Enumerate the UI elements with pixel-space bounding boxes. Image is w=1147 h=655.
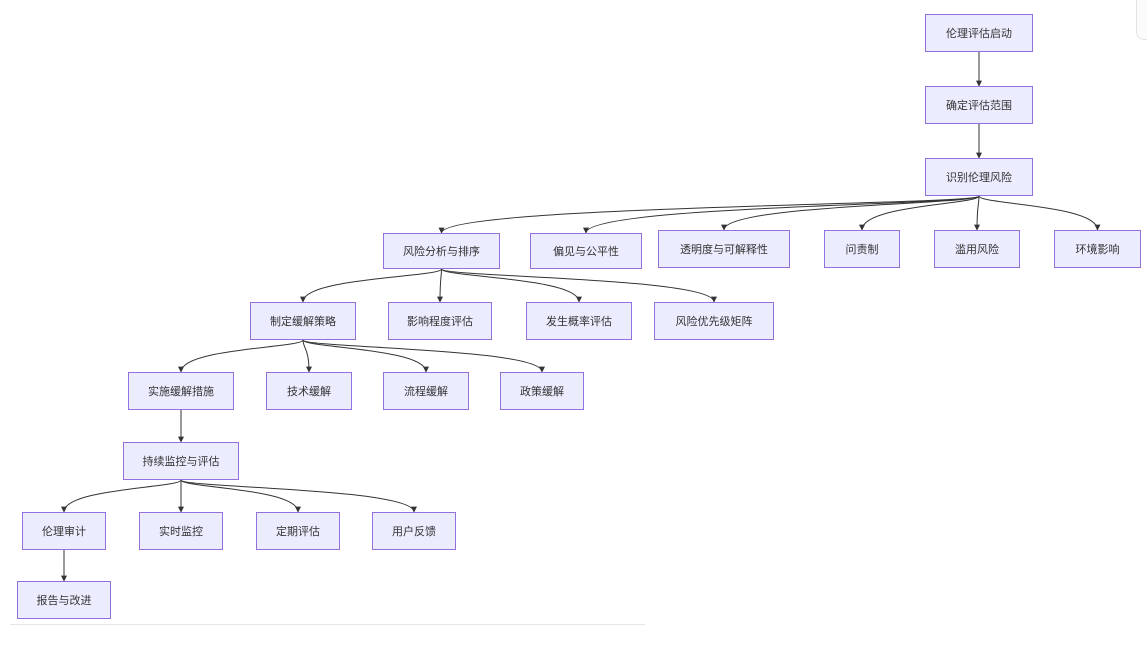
node-report: 报告与改进 xyxy=(17,581,111,619)
node-impact: 影响程度评估 xyxy=(388,302,492,340)
edge-analysis-to-probability xyxy=(441,268,582,303)
node-misuse: 滥用风险 xyxy=(934,230,1020,268)
edge-monitor-to-audit xyxy=(61,479,182,513)
node-accountability: 问责制 xyxy=(824,230,900,268)
node-process: 流程缓解 xyxy=(383,372,469,410)
node-tech: 技术缓解 xyxy=(266,372,352,410)
node-audit: 伦理审计 xyxy=(22,512,106,550)
edge-analysis-to-mitigation xyxy=(300,268,442,303)
node-monitor: 持续监控与评估 xyxy=(123,442,239,480)
node-scope: 确定评估范围 xyxy=(925,86,1033,124)
edge-identify-to-accountability xyxy=(859,195,980,231)
edge-mitigation-to-implement xyxy=(178,339,304,373)
edge-mitigation-to-policy xyxy=(302,339,545,373)
edge-identify-to-misuse xyxy=(974,195,981,231)
node-probability: 发生概率评估 xyxy=(526,302,632,340)
node-realtime: 实时监控 xyxy=(139,512,223,550)
node-bias: 偏见与公平性 xyxy=(530,233,642,269)
node-implement: 实施缓解措施 xyxy=(128,372,234,410)
edge-mitigation-to-process xyxy=(302,339,429,373)
edge-monitor-to-feedback xyxy=(180,479,417,513)
node-feedback: 用户反馈 xyxy=(372,512,456,550)
edge-identify-to-analysis xyxy=(438,195,980,234)
node-transparency: 透明度与可解释性 xyxy=(658,230,790,268)
node-identify: 识别伦理风险 xyxy=(925,158,1033,196)
node-environment: 环境影响 xyxy=(1054,230,1141,268)
edge-monitor-to-periodic xyxy=(180,479,301,513)
edge-identify-to-transparency xyxy=(721,195,980,231)
node-mitigation: 制定缓解策略 xyxy=(250,302,356,340)
edge-identify-to-bias xyxy=(583,195,980,234)
edge-analysis-to-matrix xyxy=(441,268,717,303)
node-periodic: 定期评估 xyxy=(256,512,340,550)
divider xyxy=(10,624,645,625)
edge-mitigation-to-tech xyxy=(302,339,312,373)
scrollbar-handle[interactable] xyxy=(1136,0,1147,40)
node-policy: 政策缓解 xyxy=(500,372,584,410)
edge-analysis-to-impact xyxy=(437,268,444,303)
node-matrix: 风险优先级矩阵 xyxy=(654,302,774,340)
node-start: 伦理评估启动 xyxy=(925,14,1033,52)
edge-identify-to-environment xyxy=(978,195,1101,231)
node-analysis: 风险分析与排序 xyxy=(383,233,500,269)
